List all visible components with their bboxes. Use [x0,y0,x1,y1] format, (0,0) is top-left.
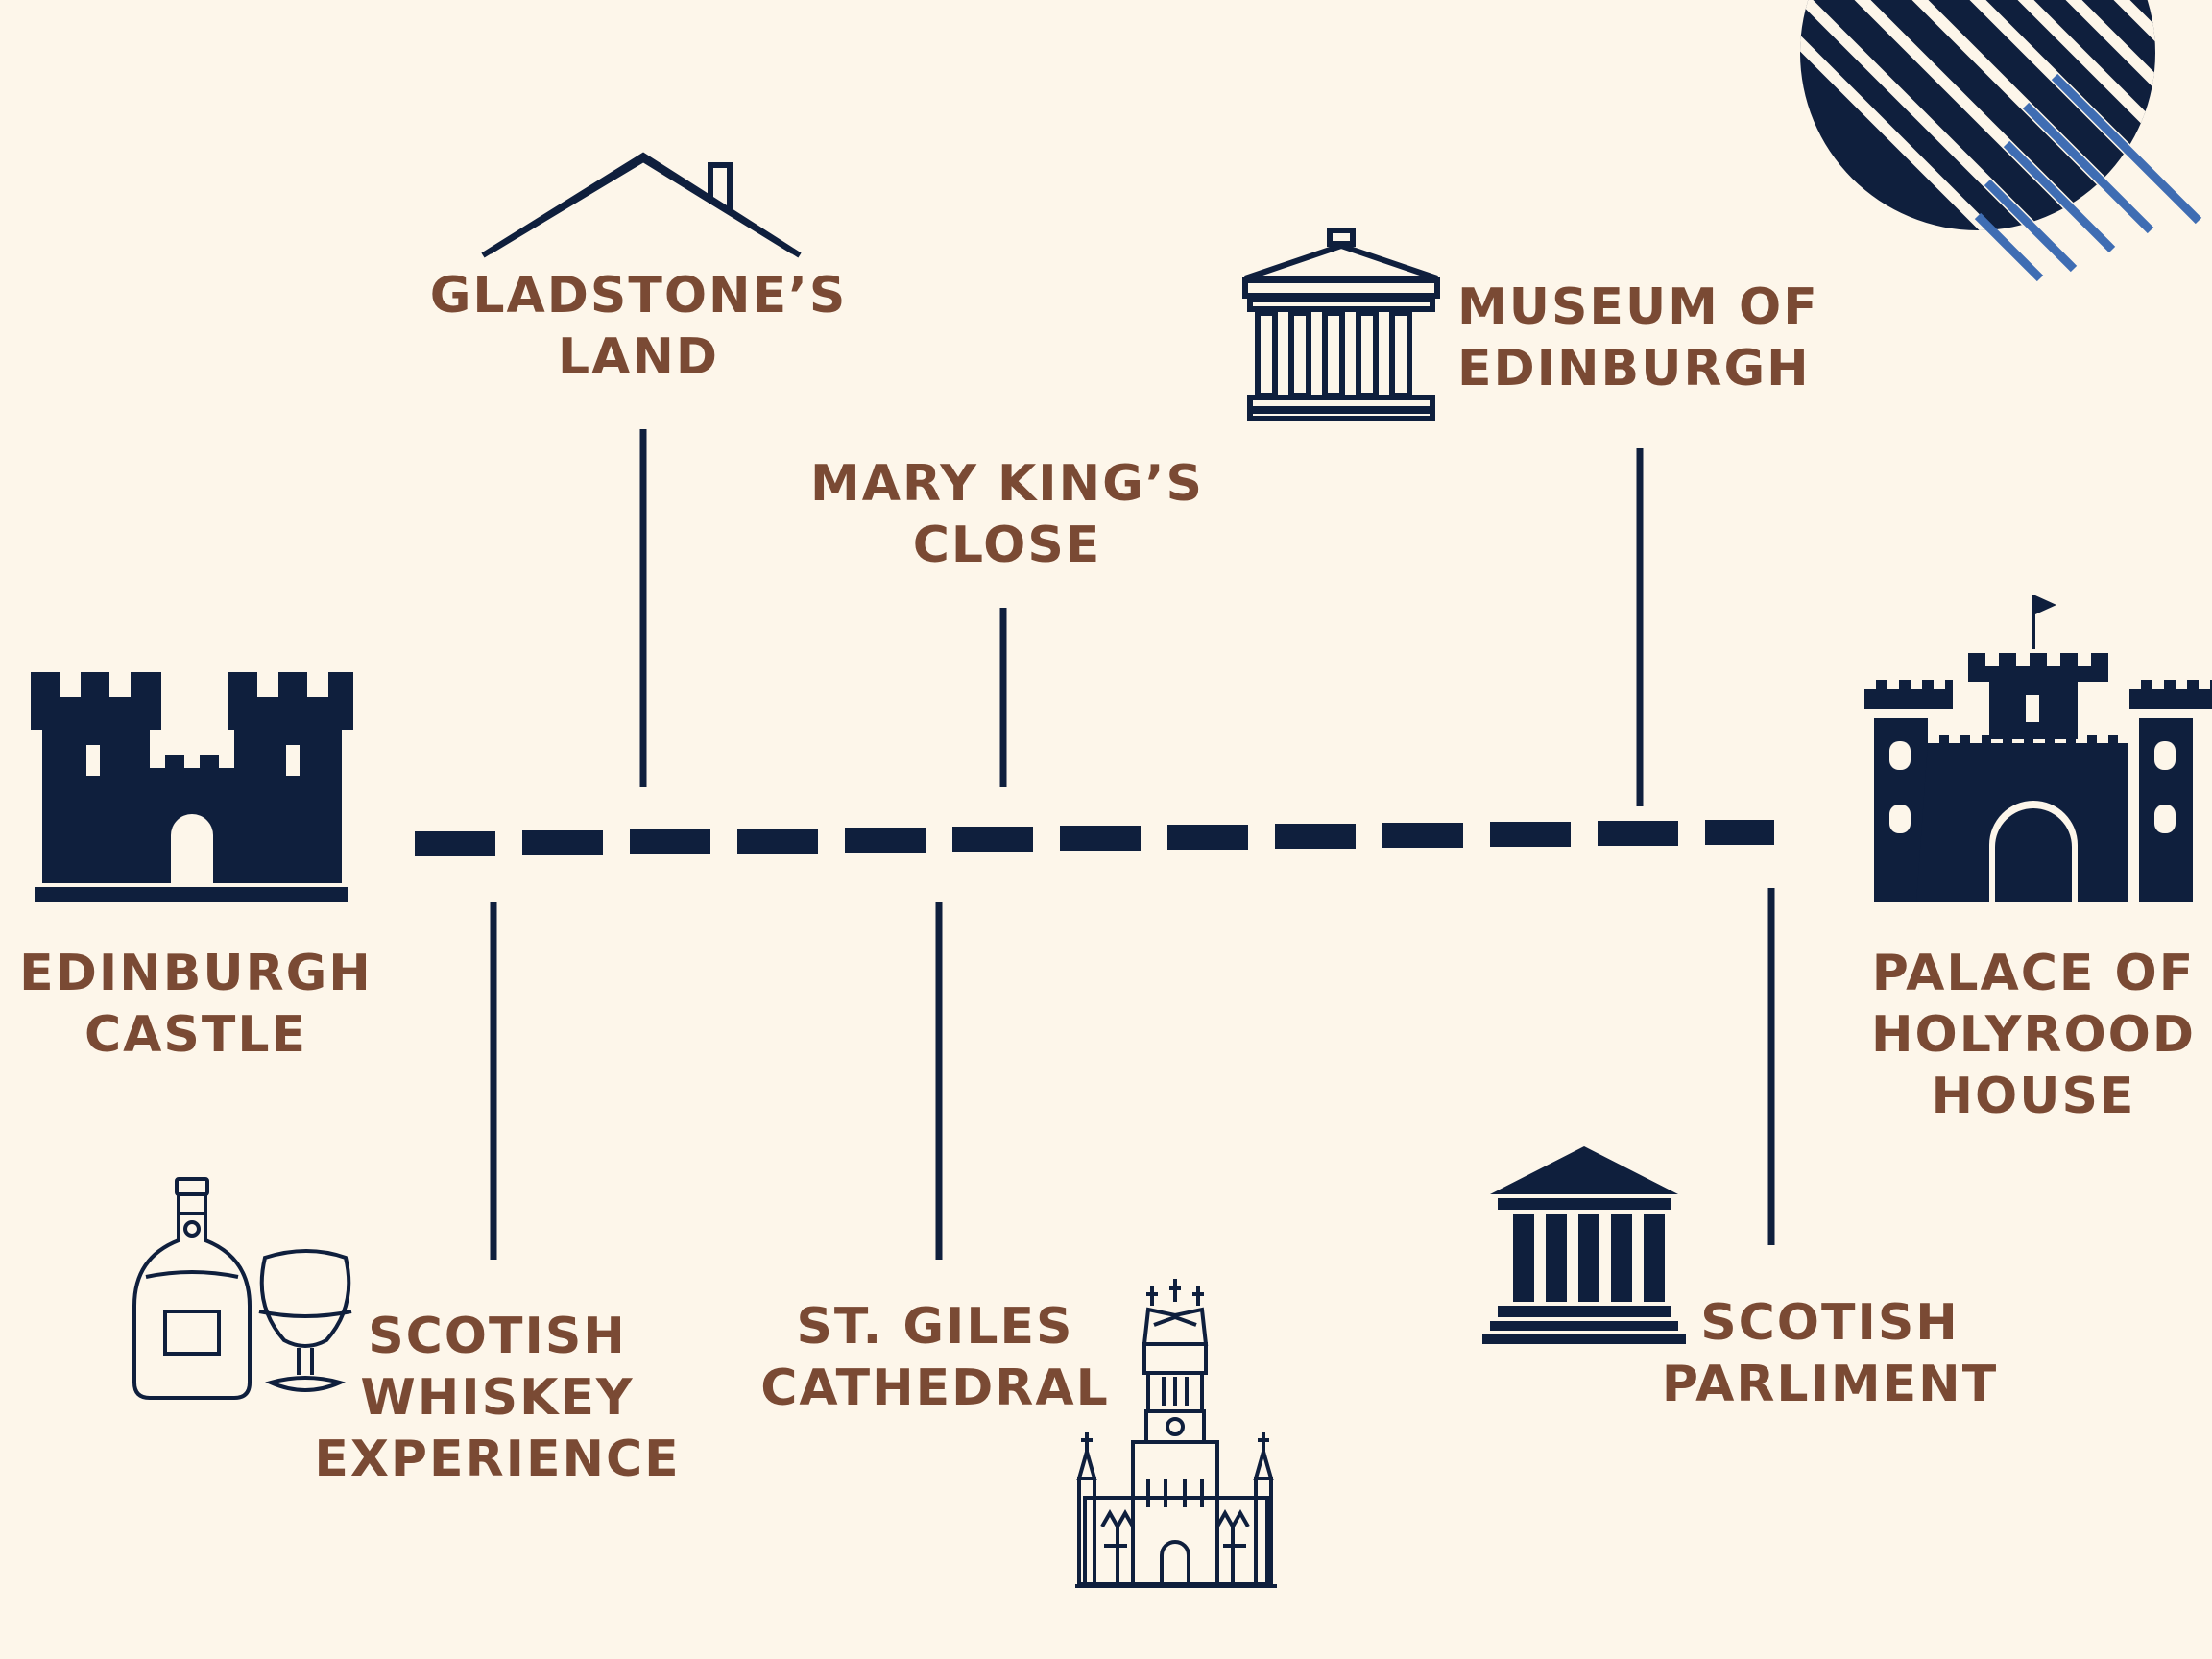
label-edinburgh-castle: EDINBURGH CASTLE [19,945,373,1064]
label-gladstones-land: GLADSTONE’S LAND [429,267,848,386]
whiskey-bottle-glass-icon [132,1177,352,1400]
parliament-building-icon [1482,1146,1686,1344]
label-museum-of-edinburgh: MUSEUM OF EDINBURGH [1457,278,1819,397]
label-palace-of-holyrood-house: PALACE OF HOLYROOD HOUSE [1870,945,2197,1125]
route-dashed-line [415,820,1774,856]
castle-icon [31,672,353,902]
label-st-giles-cathedral: ST. GILES CATHEDRAL [760,1298,1110,1417]
museum-icon [1242,228,1440,421]
connector-lines [490,429,1775,1260]
palace-icon [1864,595,2212,902]
house-roof-icon [481,152,802,258]
cathedral-icon [1075,1279,1277,1588]
label-scotish-parliment: SCOTISH PARLIMENT [1661,1294,1999,1413]
striped-circle-decoration [1800,0,2202,282]
label-mary-kings-close: MARY KING’S CLOSE [810,455,1204,574]
label-scotish-whiskey-experience: SCOTISH WHISKEY EXPERIENCE [314,1308,681,1488]
